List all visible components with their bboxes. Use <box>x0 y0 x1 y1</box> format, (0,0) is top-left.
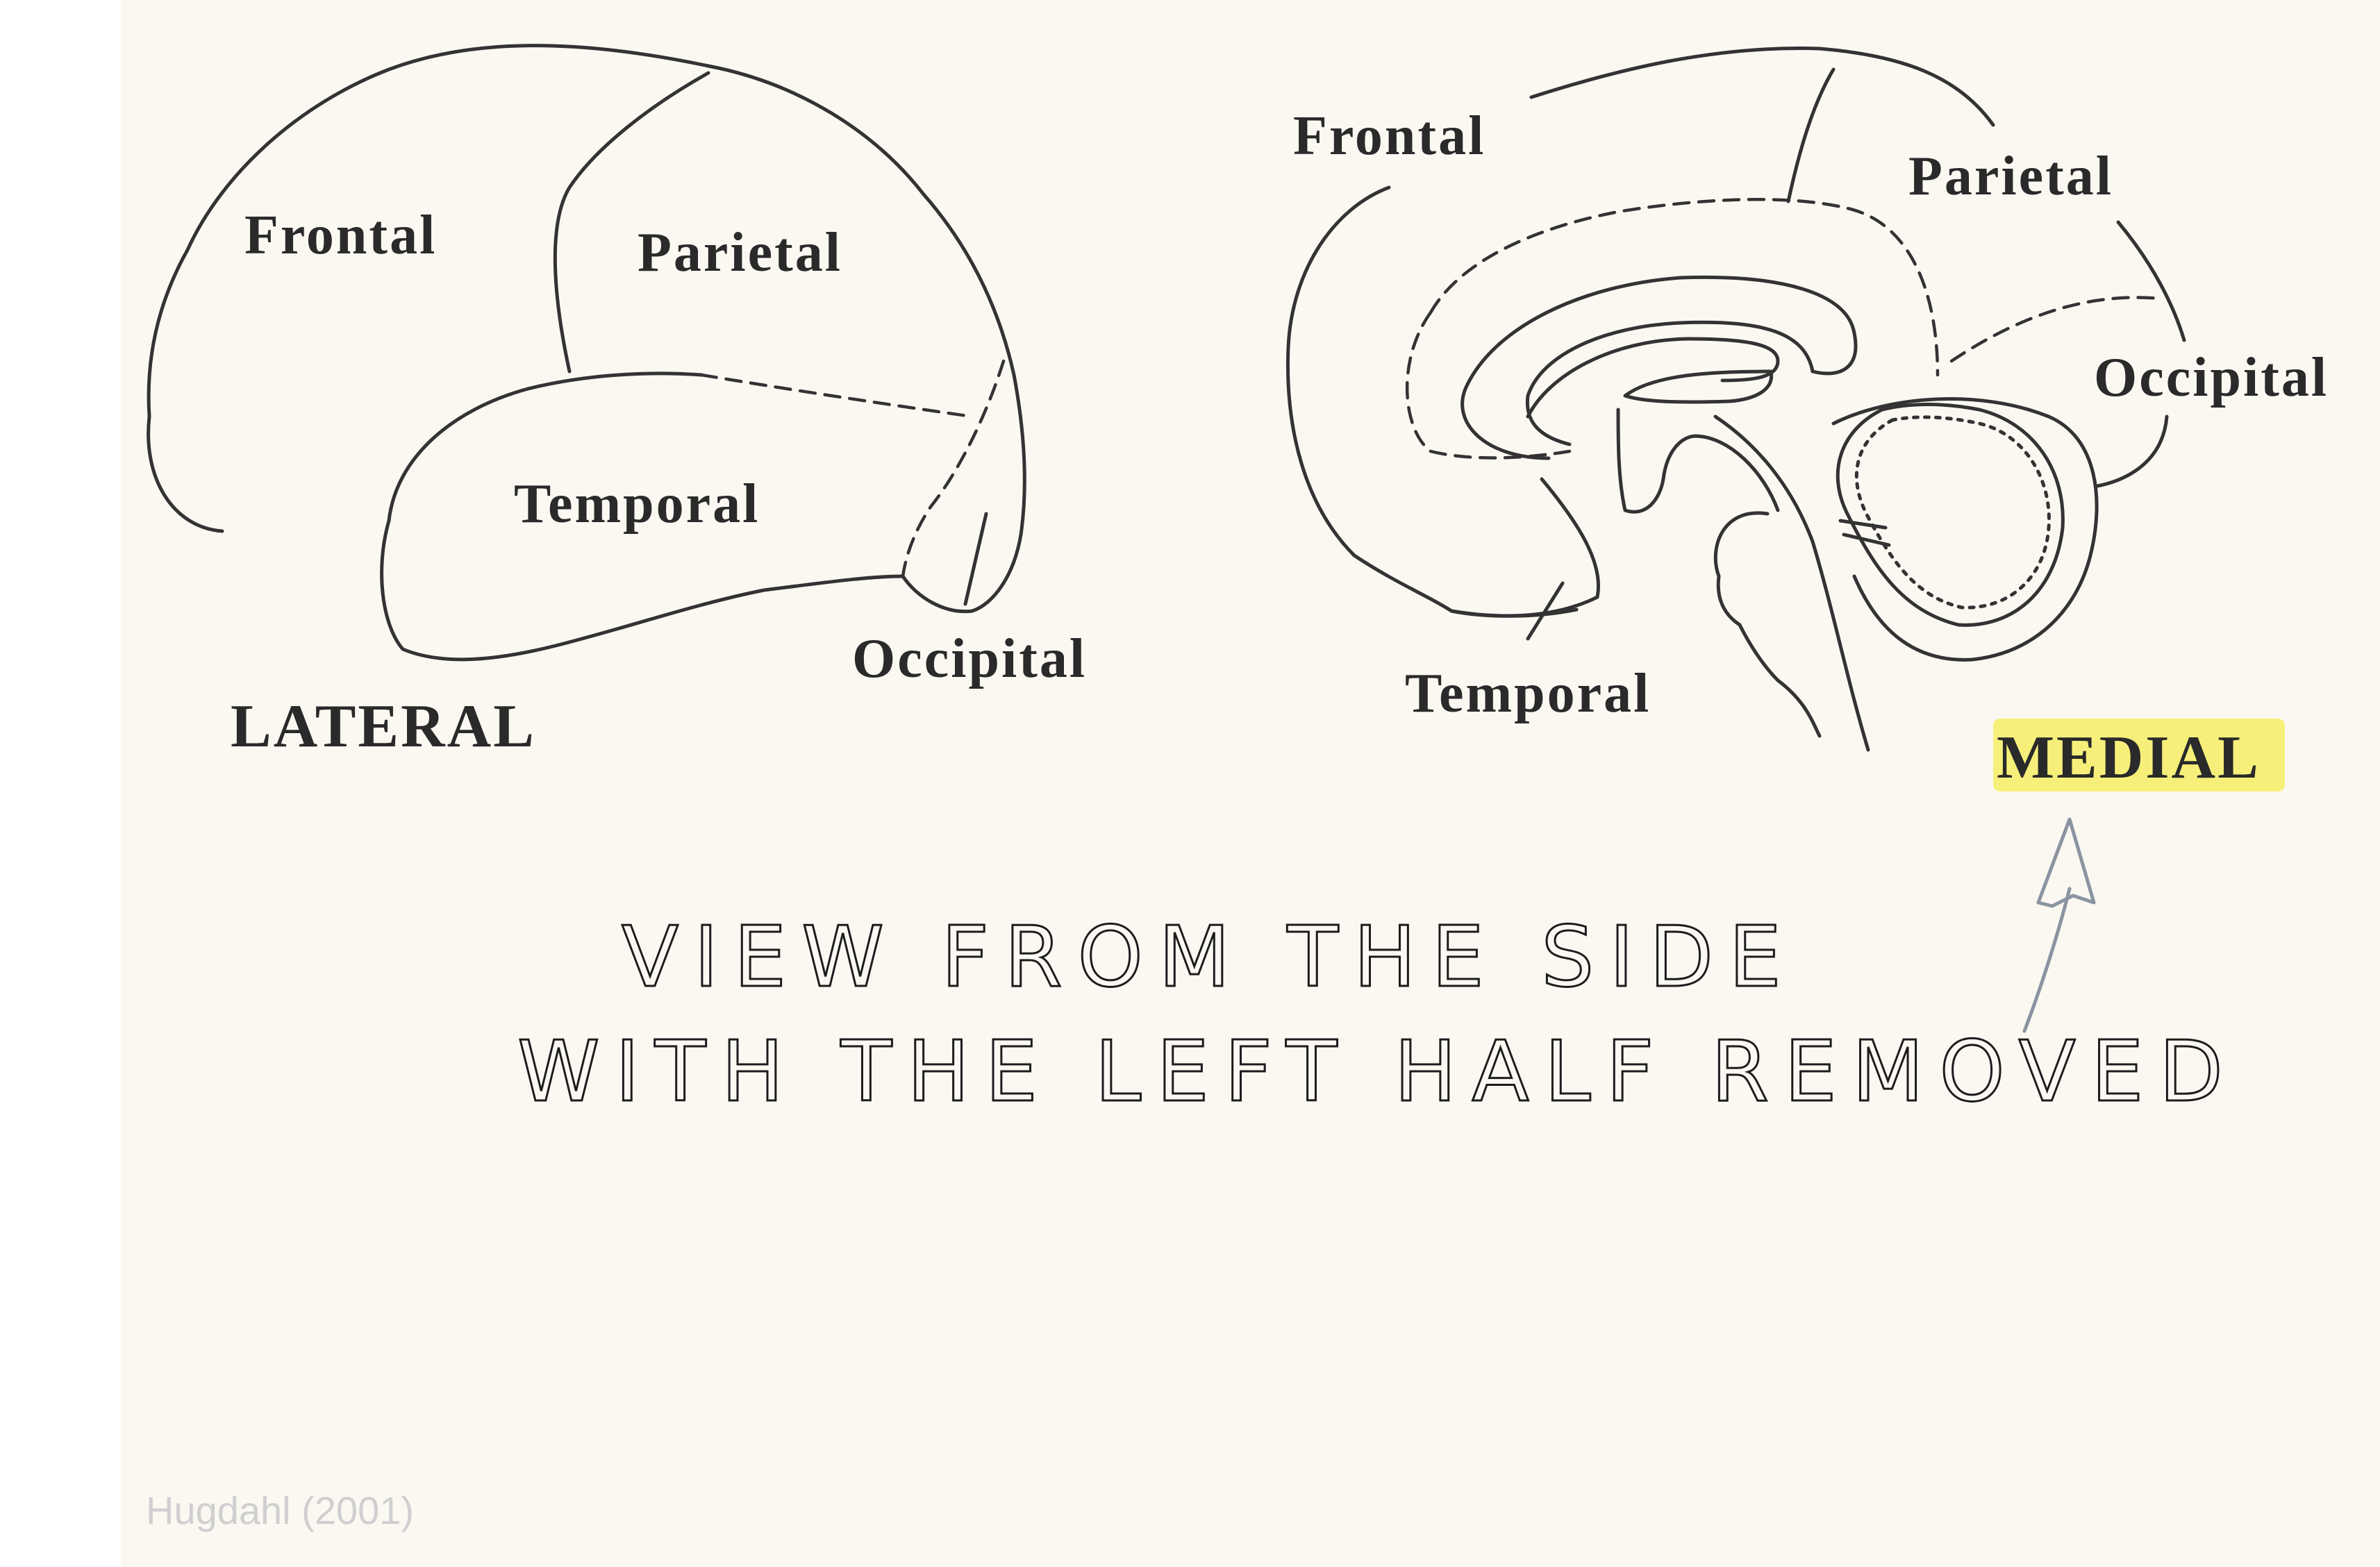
medial-occipital-label: Occipital <box>2094 347 2329 408</box>
lateral-brain-outline <box>147 44 1026 662</box>
annotation-arrow <box>2022 817 2096 1033</box>
source-credit: Hugdahl (2001) <box>146 1489 414 1532</box>
medial-temporal-label: Temporal <box>1405 663 1651 724</box>
medial-cingulate-lower-dash <box>1406 310 1572 460</box>
medial-temporal-contour <box>1449 607 1579 618</box>
annotation-line-1: VIEW FROM THE SIDE <box>622 910 1797 1006</box>
lateral-brain <box>147 44 1026 662</box>
medial-view-label: MEDIAL <box>1997 724 2261 791</box>
lateral-occipital-label: Occipital <box>852 628 1087 689</box>
pons-lines <box>1838 519 1891 547</box>
thalamus-band <box>1623 369 1774 404</box>
lateral-central-sulcus <box>553 71 710 374</box>
lateral-temporal-label: Temporal <box>514 474 760 535</box>
lateral-view-label: LATERAL <box>231 693 536 760</box>
medial-cingulate-dash <box>1429 198 1940 377</box>
medial-parietal-label: Parietal <box>1908 146 2113 207</box>
medial-occipital-outline <box>2116 220 2186 342</box>
corpus-callosum-outer <box>1461 275 1858 460</box>
lateral-frontal-label: Frontal <box>244 205 437 266</box>
brainstem <box>1540 414 1870 752</box>
lateral-temporal-boundary <box>387 371 704 523</box>
medial-central-boundary <box>1786 67 1836 203</box>
lateral-parietal-label: Parietal <box>638 222 842 283</box>
medial-frontal-label: Frontal <box>1293 106 1486 167</box>
lateral-dashed-boundary <box>699 373 974 419</box>
cerebellum-inner <box>1836 403 2065 627</box>
medial-temporal-pointer <box>1526 581 1565 641</box>
medial-brain <box>1286 47 2186 752</box>
fornix <box>1526 337 1780 419</box>
cerebellum-outer <box>1831 397 2099 662</box>
septum-region <box>1616 408 1780 514</box>
annotation-line-2: WITH THE LEFT HALF REMOVED <box>517 1024 2238 1121</box>
cerebellum-folia <box>1854 415 2051 610</box>
medial-occipital-tip <box>2095 414 2169 488</box>
medial-occipital-dash <box>1949 296 2162 363</box>
lateral-occipital-pointer <box>963 512 988 606</box>
lateral-occipital-dash <box>901 359 1006 578</box>
medial-highlight <box>1993 719 2285 791</box>
